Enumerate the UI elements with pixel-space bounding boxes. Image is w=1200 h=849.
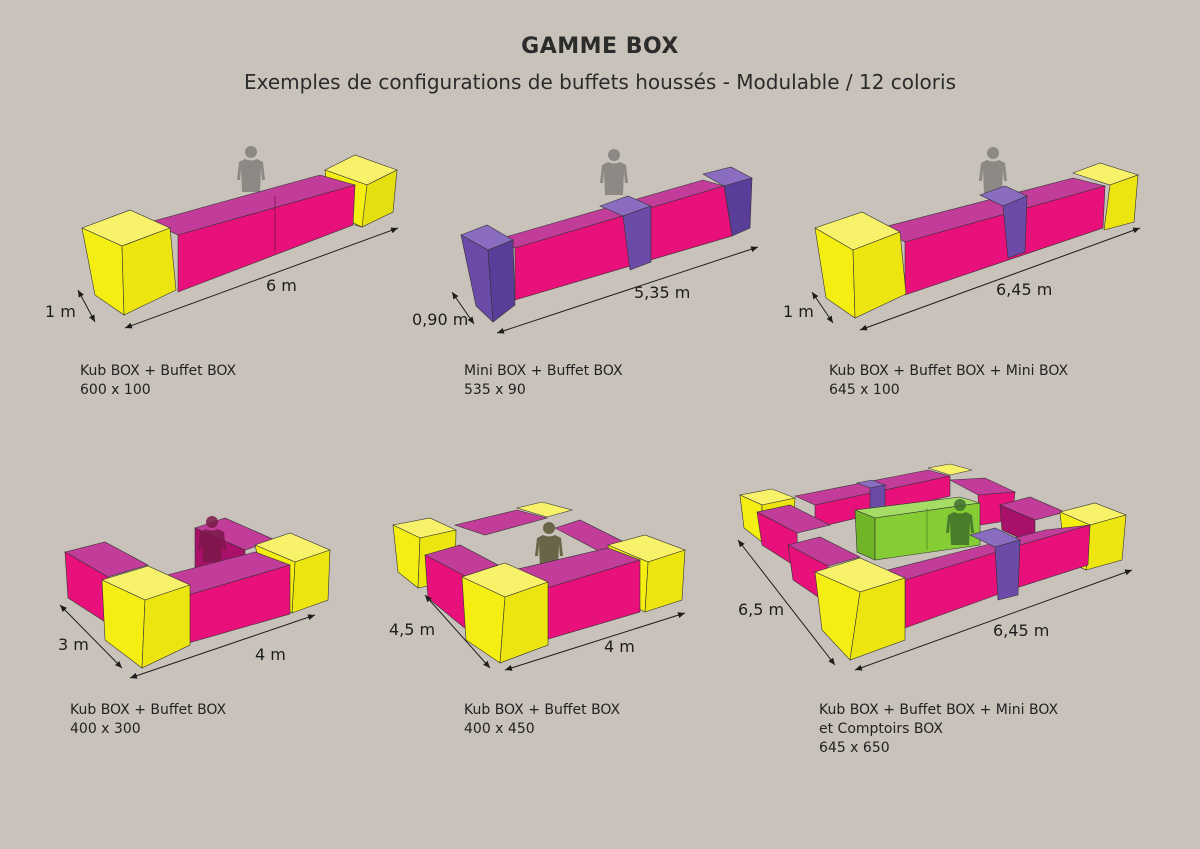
config-6-caption-name: Kub BOX + Buffet BOX + Mini BOX xyxy=(819,702,1059,718)
config-3-depth-label: 1 m xyxy=(783,302,814,321)
config-6-illustration: 6,5 m 6,45 m xyxy=(737,463,1133,671)
config-4-caption-size: 400 x 300 xyxy=(70,721,141,737)
config-3-length-label: 6,45 m xyxy=(996,280,1052,299)
config-1-caption: Kub BOX + Buffet BOX 600 x 100 xyxy=(80,362,236,400)
config-2-depth-label: 0,90 m xyxy=(412,310,468,329)
config-5-depth-label: 4,5 m xyxy=(389,620,435,639)
config-1-depth-label: 1 m xyxy=(45,302,76,321)
person-silhouette-icon xyxy=(600,149,628,195)
config-6-depth-label: 6,5 m xyxy=(738,600,784,619)
page-title: GAMME BOX xyxy=(521,34,679,59)
config-5-caption-size: 400 x 450 xyxy=(464,721,535,737)
config-4-illustration: 3 m 4 m xyxy=(58,516,331,679)
config-5-illustration: 4,5 m 4 m xyxy=(389,501,686,671)
config-1-length-label: 6 m xyxy=(266,276,297,295)
config-2-caption-name: Mini BOX + Buffet BOX xyxy=(464,363,623,379)
person-silhouette-icon xyxy=(237,146,265,192)
config-4-depth-label: 3 m xyxy=(58,635,89,654)
config-3-caption-size: 645 x 100 xyxy=(829,382,900,398)
config-6-caption-size: 645 x 650 xyxy=(819,740,890,756)
config-3-caption: Kub BOX + Buffet BOX + Mini BOX 645 x 10… xyxy=(829,362,1068,400)
config-6-length-label: 6,45 m xyxy=(993,621,1049,640)
config-5-length-label: 4 m xyxy=(604,637,635,656)
config-4-caption: Kub BOX + Buffet BOX 400 x 300 xyxy=(70,701,226,739)
config-3-illustration: 1 m 6,45 m xyxy=(783,147,1141,331)
config-3-caption-name: Kub BOX + Buffet BOX + Mini BOX xyxy=(829,363,1069,379)
config-2-length-label: 5,35 m xyxy=(634,283,690,302)
kub-box xyxy=(927,463,973,476)
buffet-box xyxy=(453,509,549,536)
config-4-caption-name: Kub BOX + Buffet BOX xyxy=(70,702,227,718)
config-2-caption-size: 535 x 90 xyxy=(464,382,526,398)
buffet-box xyxy=(948,477,1017,496)
config-2-caption: Mini BOX + Buffet BOX 535 x 90 xyxy=(464,362,623,400)
config-5-caption: Kub BOX + Buffet BOX 400 x 450 xyxy=(464,701,620,739)
config-4-length-label: 4 m xyxy=(255,645,286,664)
config-1-caption-name: Kub BOX + Buffet BOX xyxy=(80,363,237,379)
config-6-caption-extra: et Comptoirs BOX xyxy=(819,721,943,737)
config-2-illustration: 0,90 m 5,35 m xyxy=(412,149,759,334)
config-1-illustration: 1 m 6 m xyxy=(45,146,399,329)
config-6-caption: Kub BOX + Buffet BOX + Mini BOX et Compt… xyxy=(819,701,1058,758)
kub-box xyxy=(515,501,574,518)
person-silhouette-icon xyxy=(979,147,1007,193)
config-5-caption-name: Kub BOX + Buffet BOX xyxy=(464,702,621,718)
page-subtitle: Exemples de configurations de buffets ho… xyxy=(243,70,956,94)
config-1-caption-size: 600 x 100 xyxy=(80,382,151,398)
